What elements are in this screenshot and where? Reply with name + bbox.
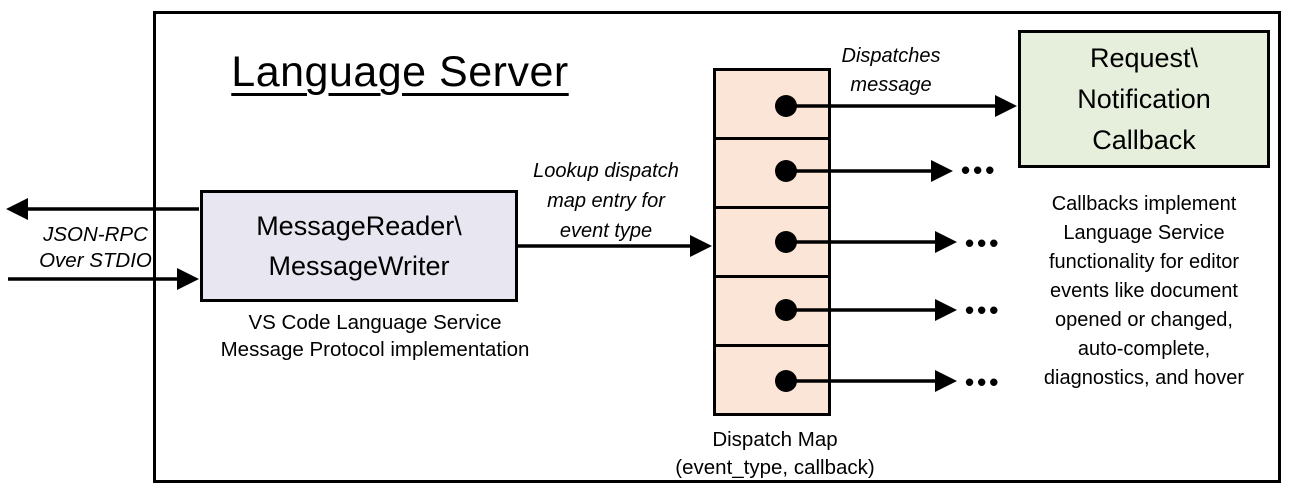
callback-caption: Callbacks implement Language Service fun… <box>1010 190 1278 393</box>
dispatch-map-cell <box>716 140 828 206</box>
diagram-title: Language Server <box>231 48 569 96</box>
callback-caption-line1: Callbacks implement <box>1051 193 1237 215</box>
dispatch-map-cell <box>716 278 828 344</box>
request-notification-callback-box: Request\ Notification Callback <box>1018 30 1270 168</box>
reader-box-caption: VS Code Language Service Message Protoco… <box>185 309 565 363</box>
dispatch-caption-line1: Dispatch Map <box>712 428 838 451</box>
dispatch-map-caption: Dispatch Map (event_type, callback) <box>650 426 900 481</box>
callback-caption-line4: events like document <box>1050 280 1238 302</box>
stdio-label-line1: JSON-RPC <box>43 223 148 246</box>
dispatch-map <box>713 68 831 416</box>
lookup-annotation-line3: event type <box>559 220 653 242</box>
reader-box-line2: MessageWriter <box>268 251 450 281</box>
callback-caption-line5: opened or changed, <box>1055 309 1233 331</box>
lookup-annotation-line2: map entry for <box>547 190 665 212</box>
callback-box-line1: Request\ <box>1089 42 1199 73</box>
dispatch-map-cell <box>716 209 828 275</box>
reader-caption-line2: Message Protocol implementation <box>220 338 530 361</box>
dispatch-map-cell <box>716 71 828 137</box>
lookup-annotation-line1: Lookup dispatch <box>533 160 679 182</box>
callback-caption-line6: auto-complete, <box>1077 338 1211 360</box>
language-server-boundary <box>153 11 1281 483</box>
stdio-channel-label: JSON-RPC Over STDIO <box>18 222 173 274</box>
dispatch-caption-line2: (event_type, callback) <box>675 455 875 479</box>
callback-caption-line2: Language Service <box>1063 222 1225 244</box>
dispatches-annotation-line1: Dispatches <box>841 45 941 67</box>
callback-caption-line3: functionality for editor <box>1048 251 1240 273</box>
callback-box-line3: Callback <box>1092 124 1196 155</box>
dispatch-map-cell <box>716 347 828 413</box>
lookup-dispatch-annotation: Lookup dispatch map entry for event type <box>516 156 696 246</box>
stdio-label-line2: Over STDIO <box>39 249 152 272</box>
callback-caption-line7: diagnostics, and hover <box>1043 367 1245 389</box>
dispatches-annotation-line2: message <box>850 74 932 96</box>
message-reader-writer-box: MessageReader\ MessageWriter <box>200 190 518 302</box>
reader-caption-line1: VS Code Language Service <box>248 311 502 334</box>
callback-box-line2: Notification <box>1077 83 1211 114</box>
dispatches-message-annotation: Dispatches message <box>816 42 966 100</box>
reader-box-line1: MessageReader\ <box>256 211 462 241</box>
